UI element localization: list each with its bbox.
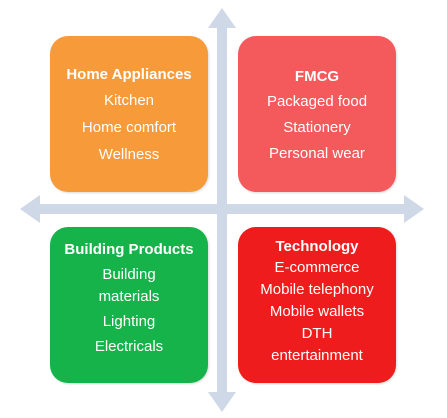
technology-item-mobile-telephony: Mobile telephony bbox=[260, 281, 374, 298]
fmcg-item-personal-wear: Personal wear bbox=[269, 145, 365, 162]
right-arrow-icon bbox=[404, 195, 424, 223]
fmcg-item-stationery: Stationery bbox=[283, 119, 351, 136]
up-arrow-icon bbox=[208, 8, 236, 28]
building-products-item-building: Building bbox=[102, 266, 156, 283]
home-appliances-quadrant: Home Appliances Kitchen Home comfort Wel… bbox=[50, 36, 208, 192]
building-products-item-materials: materials bbox=[98, 288, 160, 305]
technology-quadrant: Technology E-commerce Mobile telephony M… bbox=[238, 227, 396, 383]
home-appliances-item-home-comfort: Home comfort bbox=[81, 119, 177, 136]
home-appliances-item-wellness: Wellness bbox=[98, 146, 160, 163]
technology-item-mobile-wallets: Mobile wallets bbox=[269, 303, 365, 320]
technology-item-dth: DTH bbox=[301, 325, 333, 342]
home-appliances-content: Home Appliances Kitchen Home comfort Wel… bbox=[50, 36, 208, 166]
fmcg-title: FMCG bbox=[294, 68, 340, 85]
building-products-title: Building Products bbox=[64, 241, 194, 258]
left-arrow-icon bbox=[20, 195, 40, 223]
down-arrow-icon bbox=[208, 392, 236, 412]
home-appliances-item-kitchen: Kitchen bbox=[103, 92, 155, 109]
technology-item-e-commerce: E-commerce bbox=[274, 259, 360, 276]
building-products-content: Building Products Building materials Lig… bbox=[50, 227, 208, 356]
building-products-item-electricals: Electricals bbox=[94, 338, 164, 355]
technology-content: Technology E-commerce Mobile telephony M… bbox=[238, 227, 396, 366]
fmcg-quadrant: FMCG Packaged food Stationery Personal w… bbox=[238, 36, 396, 192]
horizontal-axis bbox=[20, 195, 424, 223]
building-products-quadrant: Building Products Building materials Lig… bbox=[50, 227, 208, 383]
fmcg-item-packaged-food: Packaged food bbox=[266, 93, 368, 110]
building-products-item-lighting: Lighting bbox=[102, 313, 156, 330]
fmcg-content: FMCG Packaged food Stationery Personal w… bbox=[238, 36, 396, 164]
technology-title: Technology bbox=[275, 238, 359, 255]
horizontal-axis-line bbox=[34, 204, 412, 214]
technology-item-entertainment: entertainment bbox=[271, 347, 363, 364]
home-appliances-title: Home Appliances bbox=[66, 66, 192, 83]
